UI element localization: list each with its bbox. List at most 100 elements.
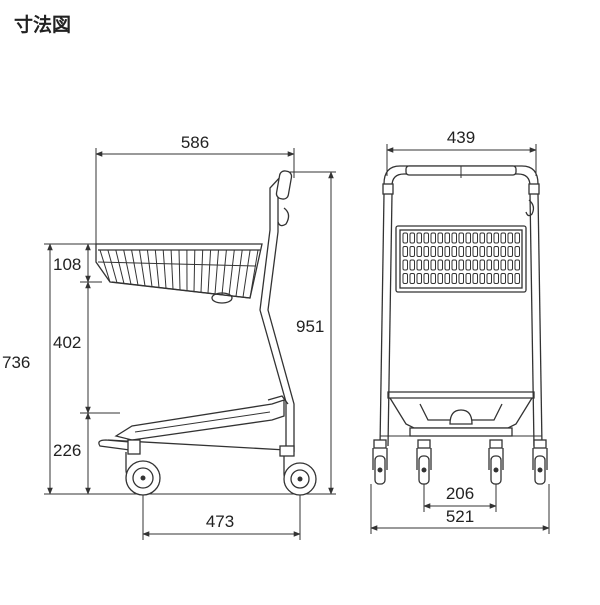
panel-slot [431,260,436,270]
basket-wire [108,250,117,283]
dim-label-439: 439 [447,128,475,147]
panel-slot [494,260,499,270]
basket-wire [250,250,258,298]
panel-slot [466,247,471,257]
tray-handle-loop [450,410,472,424]
side-view: 586 473 951 736 108 402 226 [2,133,336,540]
panel-slot [487,274,492,284]
panel-slot [403,260,408,270]
basket-wire [222,250,226,295]
bag-hook [278,208,289,226]
handle-grip [276,170,293,200]
basket-wire [201,250,203,292]
panel-slot [410,233,415,243]
panel-slot [501,260,506,270]
dim-label-521: 521 [446,507,474,526]
panel-slot [410,247,415,257]
post-right-outer [538,194,542,446]
front-caster-mount [280,446,294,456]
panel-slot [410,274,415,284]
panel-slot [494,274,499,284]
panel-slot [494,233,499,243]
panel-slot [445,274,450,284]
side-frame-back [268,176,294,452]
front-wheel-axle [298,477,303,482]
panel-slot [480,247,485,257]
basket-wires [98,250,258,298]
basket-panel-grid [403,233,520,284]
basket-wire [116,250,124,284]
panel-slot [508,260,513,270]
caster-mount [490,440,502,448]
caster-axle [422,468,427,473]
panel-slot [501,274,506,284]
panel-slot [459,260,464,270]
panel-slot [466,260,471,270]
basket-wire [132,250,138,285]
basket-front-inner [400,230,522,288]
caster-axle [378,468,383,473]
dim-label-206: 206 [446,484,474,503]
caster-mount [418,440,430,448]
handle-joint-left [383,184,393,194]
panel-slot [466,274,471,284]
dim-label-951: 951 [296,317,324,336]
post-left-outer [380,194,384,446]
rear-wheel-axle [141,476,146,481]
panel-slot [445,260,450,270]
panel-slot [473,260,478,270]
panel-slot [431,247,436,257]
panel-slot [438,274,443,284]
panel-slot [487,247,492,257]
lower-tray-front-top [388,392,534,398]
panel-slot [445,233,450,243]
panel-slot [438,233,443,243]
panel-slot [515,274,520,284]
side-frame-front [260,174,286,450]
dim-label-402: 402 [53,333,81,352]
dim-label-473: 473 [206,512,234,531]
panel-slot [424,274,429,284]
dim-label-736: 736 [2,353,30,372]
base-crossbar [410,428,512,436]
panel-slot [417,274,422,284]
caster-axle [494,468,499,473]
front-casters [373,440,547,484]
panel-slot [473,233,478,243]
basket-wire [229,250,234,296]
panel-slot [508,274,513,284]
front-view: 439 206 521 [371,128,549,534]
basket-wire [215,250,219,294]
handle-joint-right [529,184,539,194]
caster-mount [534,440,546,448]
basket-wire [140,250,146,286]
panel-slot [410,260,415,270]
basket-front-panel [396,226,526,292]
dim-label-586: 586 [181,133,209,152]
panel-slot [501,247,506,257]
caster-axle [538,468,543,473]
panel-slot [431,233,436,243]
basket-wire [179,250,180,290]
post-left-inner [388,194,392,446]
basket-wire [171,250,173,289]
dim-label-226: 226 [53,441,81,460]
basket-wire [194,250,195,292]
panel-slot [417,260,422,270]
basket-wire [236,250,242,296]
caster-mount [374,440,386,448]
post-right-inner [530,194,534,446]
panel-slot [438,247,443,257]
panel-slot [403,233,408,243]
panel-slot [417,247,422,257]
panel-slot [508,247,513,257]
basket-wire [147,250,152,287]
panel-slot [431,274,436,284]
panel-slot [452,274,457,284]
panel-slot [459,247,464,257]
panel-slot [445,247,450,257]
panel-slot [466,233,471,243]
panel-slot [424,233,429,243]
